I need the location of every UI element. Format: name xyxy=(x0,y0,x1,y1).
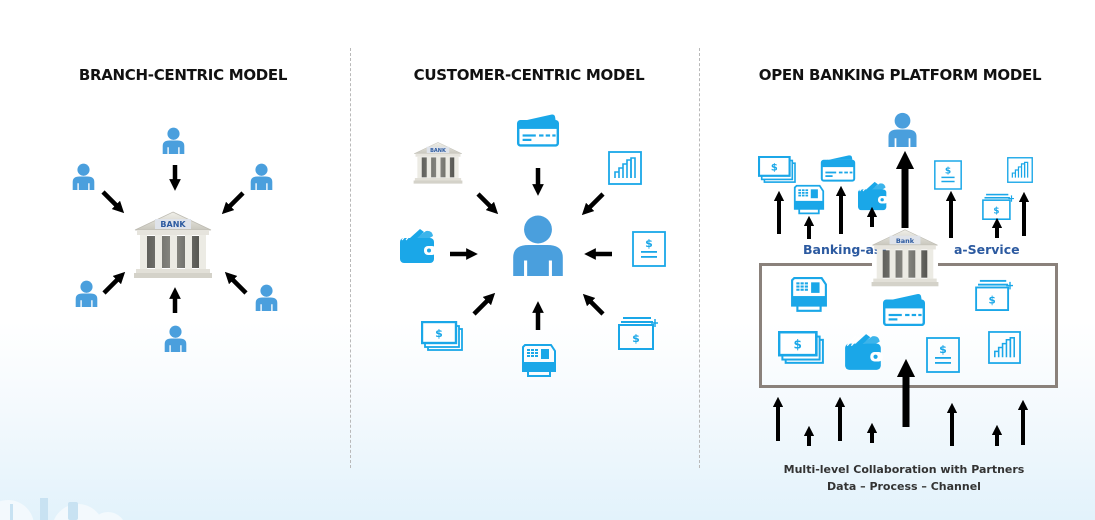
bank-icon: Bank xyxy=(870,228,940,288)
city-skyline-decoration xyxy=(0,498,123,520)
bank-icon: BANK xyxy=(413,141,463,185)
arrow-icon xyxy=(102,271,126,295)
arrow-icon xyxy=(472,292,496,316)
arrow-icon xyxy=(582,293,605,316)
collaboration-caption: Multi-level Collaboration with Partners … xyxy=(784,461,1025,495)
customer-centric-title: CUSTOMER-CENTRIC MODEL xyxy=(413,66,645,84)
platform-box-top-left xyxy=(759,263,872,266)
caption-line-1: Multi-level Collaboration with Partners xyxy=(783,463,1025,476)
bank-label: BANK xyxy=(430,148,447,154)
open-banking-title: OPEN BANKING PLATFORM MODEL xyxy=(758,66,1042,84)
caption-line-2: Data – Process – Channel xyxy=(827,480,981,493)
branch-centric-title: BRANCH-CENTRIC MODEL xyxy=(78,66,288,84)
arrow-icon xyxy=(224,271,248,295)
branch-arrows xyxy=(101,165,248,313)
arrow-icon xyxy=(101,190,125,214)
baas-label-left: Banking-as- xyxy=(803,242,887,257)
arrow-icon xyxy=(221,191,245,215)
panel-divider xyxy=(699,48,700,468)
bank-label: BANK xyxy=(160,220,186,229)
arrow-icon xyxy=(476,192,499,215)
arrow-icon xyxy=(581,192,605,216)
platform-box-top-right xyxy=(938,263,1055,266)
customer-arrows xyxy=(450,168,612,330)
bank-icon: BANK xyxy=(133,210,213,280)
baas-label-right: a-Service xyxy=(954,242,1020,257)
bank-label: Bank xyxy=(896,237,915,245)
panel-divider xyxy=(350,48,351,468)
